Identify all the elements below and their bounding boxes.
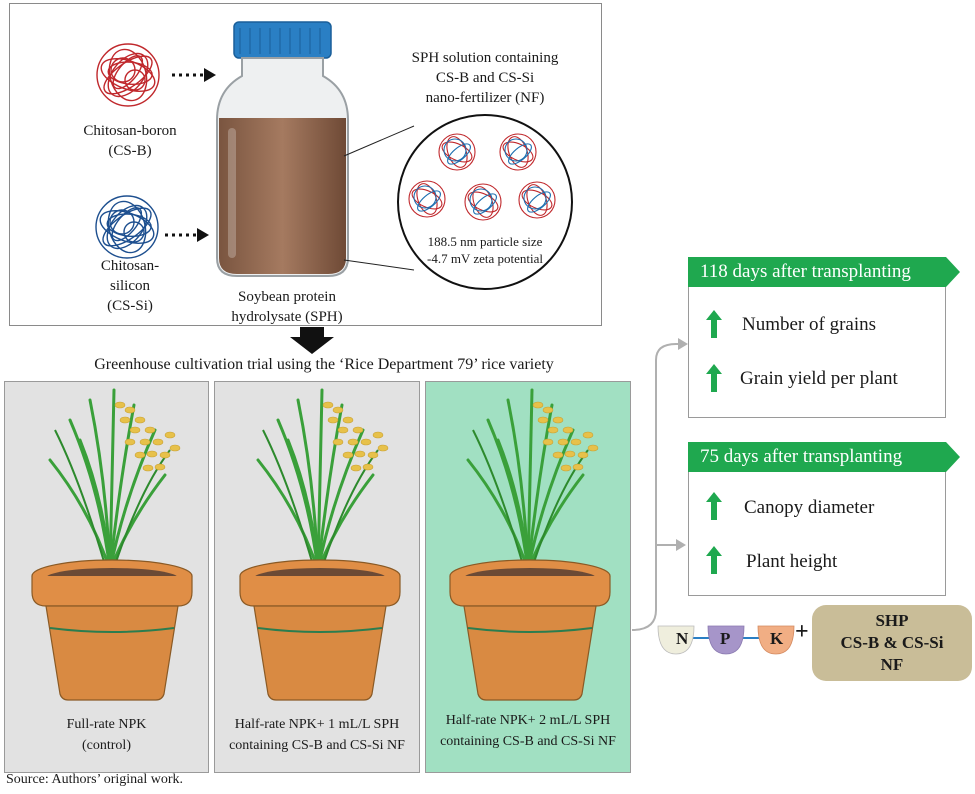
banner-118-days: 118 days after transplanting [688,257,946,287]
npk-n: N [676,629,689,648]
result-grain-yield: Grain yield per plant [740,368,898,389]
result-canopy-diameter: Canopy diameter [744,497,875,518]
results-box-118-days [688,270,946,418]
npk-molecule-icon [657,625,795,655]
results-connector [631,338,688,631]
banner-tip [946,257,960,287]
up-arrow-icon [706,364,722,392]
cs-si-label: Chitosan- silicon (CS-Si) [100,258,160,314]
zoom-connector [343,125,415,271]
npk-p: P [720,629,731,648]
banner-tip [946,442,960,472]
banner-75-days: 75 days after transplanting [688,442,946,472]
plus-sign: + [795,619,809,645]
up-arrow-icon [706,492,722,520]
up-arrow-icon [706,546,722,574]
results-box-75-days [688,456,946,596]
synthesis-panel [9,3,602,326]
solution-label: SPH solution containing CS-B and CS-Si n… [411,50,559,106]
panel-caption-2ml: Half-rate NPK+ 2 mL/L SPH containing CS-… [440,713,616,749]
result-number-of-grains: Number of grains [742,314,877,335]
zeta-potential-text: -4.7 mV zeta potential [426,251,543,266]
chitosan-silicon-particle-icon [95,195,159,259]
up-arrow-icon [706,310,722,338]
trial-title: Greenhouse cultivation trial using the ‘… [94,356,554,373]
chitosan-boron-particle-icon [96,43,160,107]
down-arrow-icon [290,327,334,354]
sph-nf-mix-box: SHP CS-B & CS-Si NF [812,605,972,681]
dotted-arrow-icon [165,228,209,242]
npk-k: K [770,629,784,648]
cs-b-label: Chitosan-boron (CS-B) [83,123,177,159]
source-note: Source: Authors’ original work. [6,772,184,787]
panel-caption-1ml: Half-rate NPK+ 1 mL/L SPH containing CS-… [229,717,405,753]
result-plant-height: Plant height [746,551,838,572]
sph-label: Soybean protein hydrolysate (SPH) [231,289,343,325]
panel-caption-control: Full-rate NPK (control) [66,717,147,753]
sph-bottle-icon [216,21,349,277]
particle-size-text: 188.5 nm particle size [427,234,543,249]
dotted-arrow-icon [172,68,216,82]
